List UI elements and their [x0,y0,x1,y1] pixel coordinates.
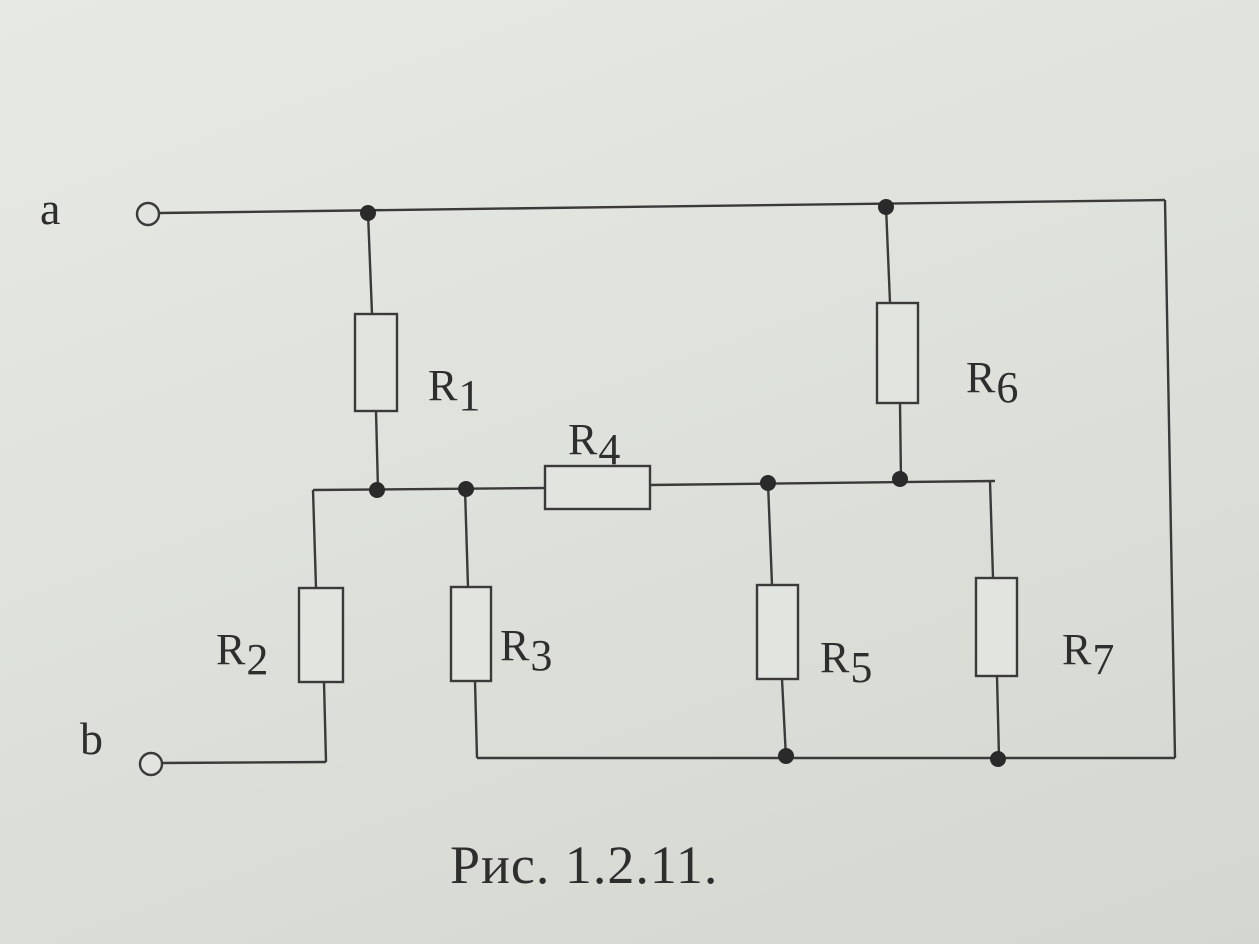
r5-upper-lead [766,482,774,586]
resistor-r7 [974,576,1019,678]
r7-letter: R [1062,625,1092,674]
resistor-r6 [875,301,920,405]
node-mid-r6 [892,471,908,487]
r6-lower-lead [898,402,903,482]
terminal-a-label: a [40,183,61,234]
terminal-a [135,201,161,227]
r3-letter: R [500,621,530,670]
resistor-r5 [755,583,800,681]
r2-lower-lead [322,681,328,763]
r7-index: 7 [1092,635,1115,684]
r5-letter: R [820,633,850,682]
terminal-b-label: b [80,713,103,764]
node-top-r1 [360,205,376,221]
r2-label: R2 [216,628,268,682]
r6-label: R6 [966,356,1018,410]
node-mid-r5 [760,475,776,491]
r1-upper-lead [366,212,374,315]
node-mid-r3 [458,481,474,497]
resistor-r2 [297,586,345,684]
middle-wire-left [312,486,546,492]
resistor-r1 [353,312,399,413]
terminal-b [138,751,164,777]
r6-letter: R [966,353,996,402]
node-mid-r1 [369,482,385,498]
r3-upper-lead [463,488,470,588]
right-wire [1163,199,1177,759]
r7-upper-lead [988,480,995,579]
r2-upper-lead [311,489,318,589]
middle-wire-right [649,479,996,487]
r3-lower-lead [473,680,479,759]
r7-label: R7 [1062,628,1114,682]
top-wire [159,198,1166,215]
r6-upper-lead [884,205,892,304]
r4-letter: R [568,415,598,464]
r1-letter: R [428,361,458,410]
r2-index: 2 [246,635,269,684]
node-bottom-r5 [778,748,794,764]
r1-lower-lead [374,410,380,491]
r1-index: 1 [458,371,481,420]
r3-label: R3 [500,624,552,678]
b-wire [159,760,327,765]
r3-index: 3 [530,631,553,680]
r5-lower-lead [780,678,788,759]
r4-index: 4 [598,425,621,474]
resistor-r3 [449,585,493,683]
r7-lower-lead [995,675,1001,759]
r5-label: R5 [820,636,872,690]
r4-label: R4 [568,418,620,472]
node-top-r6 [878,199,894,215]
figure-caption: Рис. 1.2.11. [450,835,719,895]
r6-index: 6 [996,363,1019,412]
resistor-r4 [543,464,652,511]
r5-index: 5 [850,643,873,692]
node-bottom-r7 [990,751,1006,767]
r2-letter: R [216,625,246,674]
r1-label: R1 [428,364,480,418]
